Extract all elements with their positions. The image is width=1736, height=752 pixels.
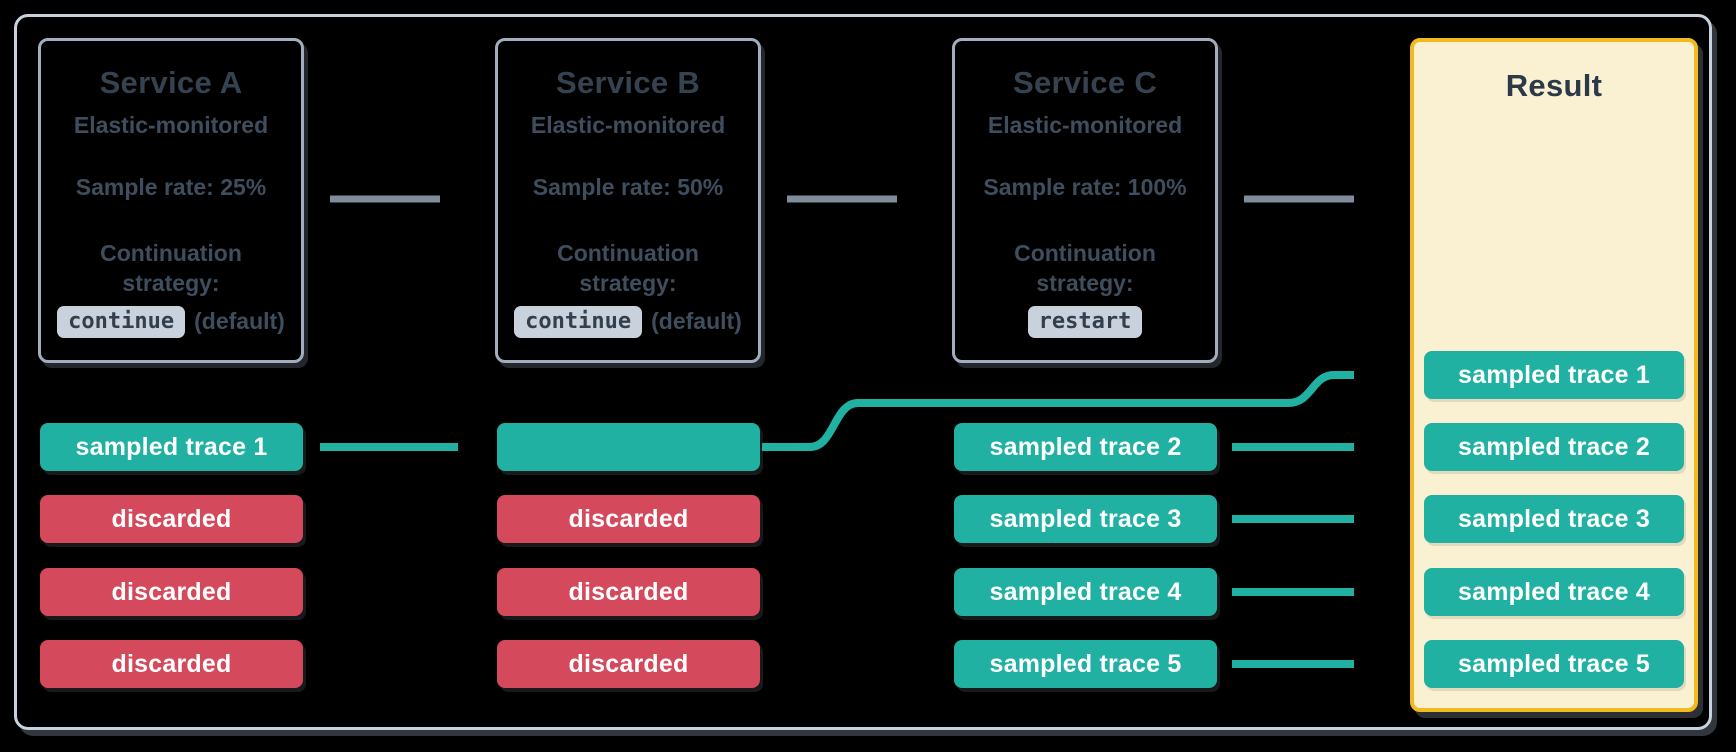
service-a-box: Service A Elastic-monitored Sample rate:… xyxy=(38,38,304,363)
service-a-strategy-note: (default) xyxy=(194,308,285,335)
result-pill-sampled-trace-4: sampled trace 4 xyxy=(1424,568,1684,616)
service-a-pill-discarded-1: discarded xyxy=(40,495,303,543)
service-c-pill-sampled-trace-2: sampled trace 2 xyxy=(954,423,1217,471)
service-b-subtitle: Elastic-monitored xyxy=(530,112,726,138)
service-c-pill-sampled-trace-5: sampled trace 5 xyxy=(954,640,1217,688)
service-c-pill-sampled-trace-4: sampled trace 4 xyxy=(954,568,1217,616)
service-a-sample-rate: Sample rate: 25% xyxy=(75,174,267,200)
service-a-strategy-code-chip: continue xyxy=(57,305,186,338)
service-b-pill-discarded-2: discarded xyxy=(497,568,760,616)
service-c-title: Service C xyxy=(1012,65,1158,100)
service-c-subtitle: Elastic-monitored xyxy=(987,112,1183,138)
service-a-title: Service A xyxy=(99,65,243,100)
service-a-subtitle: Elastic-monitored xyxy=(73,112,269,138)
result-pill-sampled-trace-2: sampled trace 2 xyxy=(1424,423,1684,471)
service-b-strategy-code-chip: continue xyxy=(514,305,643,338)
service-a-pill-sampled-trace-1: sampled trace 1 xyxy=(40,423,303,471)
service-b-box: Service B Elastic-monitored Sample rate:… xyxy=(495,38,761,363)
result-pill-sampled-trace-5: sampled trace 5 xyxy=(1424,640,1684,688)
service-c-continuation-label: Continuation strategy: xyxy=(1014,240,1156,296)
service-c-strategy-row: restart xyxy=(955,305,1215,338)
service-b-pill-discarded-3: discarded xyxy=(497,640,760,688)
service-b-title: Service B xyxy=(555,65,701,100)
service-b-pill-discarded-1: discarded xyxy=(497,495,760,543)
service-c-pill-sampled-trace-3: sampled trace 3 xyxy=(954,495,1217,543)
service-a-pill-discarded-3: discarded xyxy=(40,640,303,688)
diagram-frame xyxy=(14,14,1712,730)
result-box: Result sampled trace 1 sampled trace 2 s… xyxy=(1410,38,1698,712)
service-a-pill-discarded-2: discarded xyxy=(40,568,303,616)
service-b-strategy-row: continue (default) xyxy=(498,305,758,338)
service-c-box: Service C Elastic-monitored Sample rate:… xyxy=(952,38,1218,363)
service-b-strategy-note: (default) xyxy=(651,308,742,335)
service-a-continuation-label: Continuation strategy: xyxy=(100,240,242,296)
result-pill-sampled-trace-1: sampled trace 1 xyxy=(1424,351,1684,399)
service-c-sample-rate: Sample rate: 100% xyxy=(983,174,1187,200)
service-a-strategy-row: continue (default) xyxy=(41,305,301,338)
service-c-strategy-code-chip: restart xyxy=(1027,305,1143,338)
service-b-pill-sampled-unlabeled xyxy=(497,423,760,471)
result-pill-sampled-trace-3: sampled trace 3 xyxy=(1424,495,1684,543)
result-title: Result xyxy=(1505,68,1603,103)
service-b-continuation-label: Continuation strategy: xyxy=(557,240,699,296)
service-b-sample-rate: Sample rate: 50% xyxy=(532,174,724,200)
